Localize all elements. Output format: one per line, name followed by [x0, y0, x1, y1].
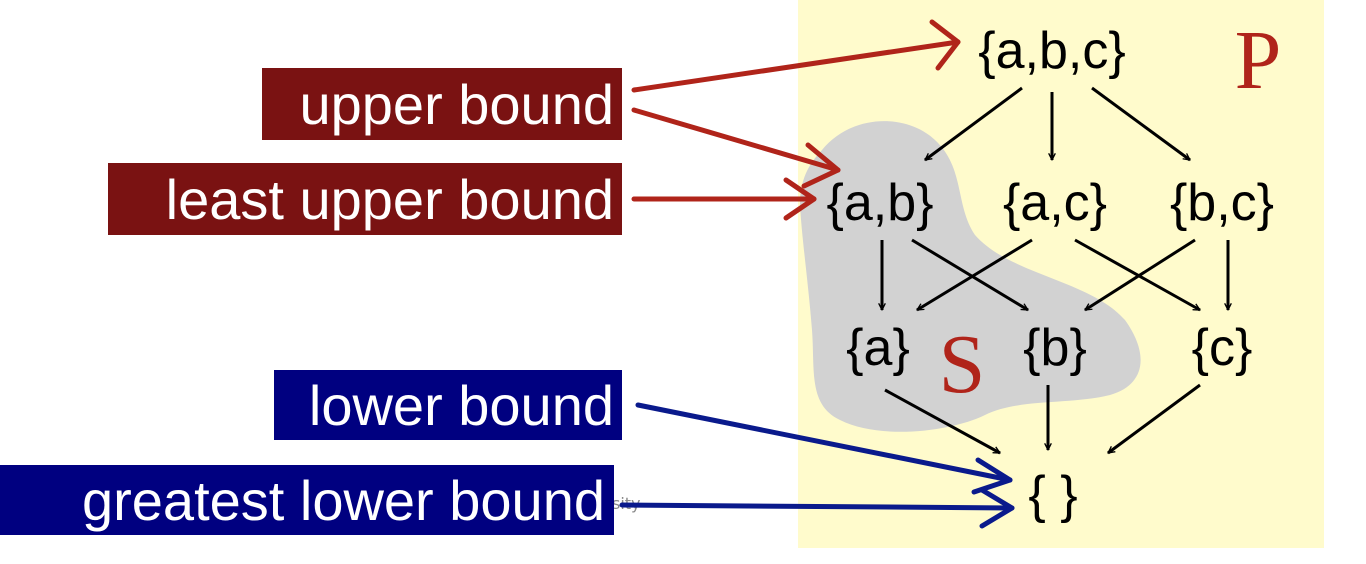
node-ac: {a,c} — [1003, 174, 1107, 232]
edge-ac-a — [917, 238, 1033, 312]
node-abc: {a,b,c} — [978, 22, 1125, 80]
arrow-upper-to-ab — [631, 107, 841, 173]
edge-a-empty — [884, 388, 1000, 455]
upper-bound-label: upper bound — [299, 73, 614, 136]
least-upper-bound-label: least upper bound — [166, 168, 614, 231]
upper-bound-arrows — [631, 19, 961, 221]
node-ab: {a,b} — [826, 174, 933, 232]
lower-bound-label-bg — [274, 370, 622, 440]
edge-c-empty — [1108, 383, 1201, 455]
arrowhead-upper-to-ab — [801, 142, 841, 189]
node-c: {c} — [1192, 319, 1253, 377]
arrowhead-glb-to-empty — [979, 487, 1015, 529]
edge-abc-ab — [925, 86, 1023, 162]
poset-name-label: P — [1235, 14, 1282, 107]
lower-bound-arrows — [619, 402, 1015, 529]
node-bc: {b,c} — [1170, 174, 1274, 232]
edge-bc-b — [1085, 238, 1196, 312]
node-empty: { } — [1028, 466, 1077, 524]
arrow-upper-to-abc — [631, 39, 961, 93]
greatest-lower-bound-label-bg — [0, 465, 614, 535]
node-a: {a} — [846, 319, 910, 377]
edge-ab-b — [911, 238, 1028, 312]
hasse-edges — [882, 86, 1228, 455]
arrow-glb-to-empty — [619, 502, 1015, 511]
arrowhead-upper-to-abc — [929, 19, 961, 71]
upper-bound-label-bg — [262, 68, 622, 140]
subset-name-label: S — [939, 318, 986, 411]
arrow-lower-to-empty — [635, 402, 1013, 483]
arrowhead-lub-to-ab — [783, 177, 817, 221]
hasse-nodes: {a,b,c} {a,b} {a,c} {b,c} {a} {b} {c} { … — [826, 22, 1274, 524]
lower-bound-label: lower bound — [309, 374, 614, 437]
node-b: {b} — [1023, 319, 1087, 377]
edge-abc-bc — [1091, 86, 1190, 162]
least-upper-bound-label-bg — [108, 163, 622, 235]
arrowhead-lower-to-empty — [971, 457, 1013, 495]
greatest-lower-bound-label: greatest lower bound — [82, 469, 605, 532]
